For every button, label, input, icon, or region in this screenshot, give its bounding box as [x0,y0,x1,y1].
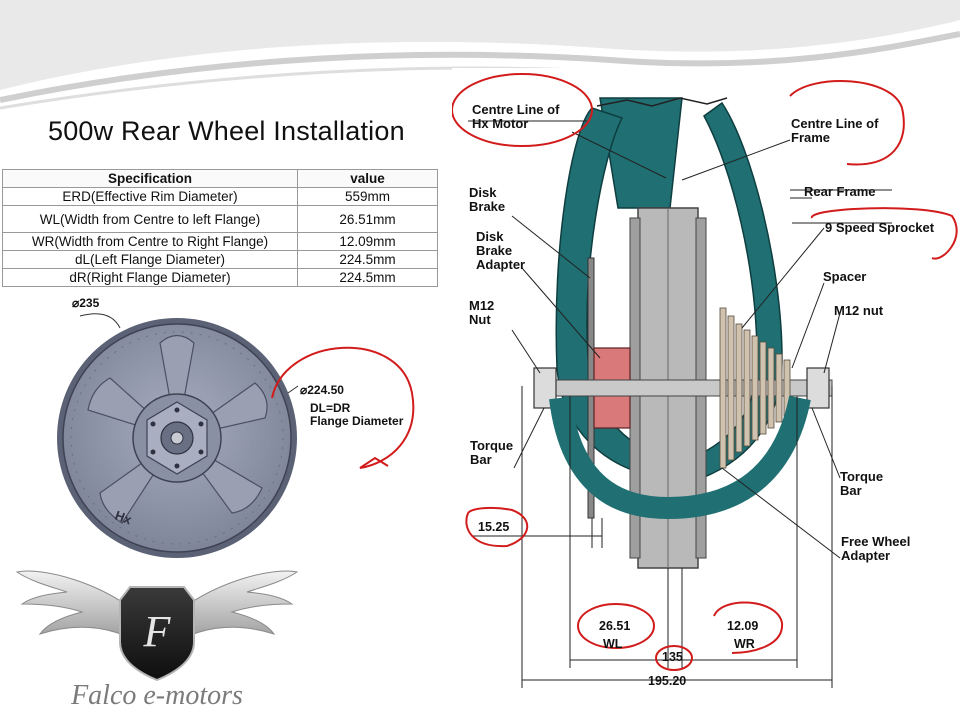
label-rear-frame: Rear Frame [804,184,876,199]
spec-cell: dL(Left Flange Diameter) [2,250,298,269]
table-row: ERD(Effective Rim Diameter) 559mm [2,187,438,206]
value-cell: 224.5mm [297,250,438,269]
installation-diagram [452,68,960,700]
logo-letter: F [143,607,172,656]
label-free-wheel-adapter: Free Wheel Adapter [841,534,911,563]
label-torque-bar-right: Torque Bar [840,469,884,498]
outer-diameter-label: ⌀235 [72,296,100,310]
label-torque-bar-left: Torque Bar [470,438,514,467]
value-cell: 559mm [297,187,438,206]
table-row: WR(Width from Centre to Right Flange) 12… [2,232,438,251]
flange-note: DL=DR Flange Diameter [310,402,403,428]
flange-diameter-label: ⌀224.50 [300,383,344,397]
header-value: value [297,169,438,188]
table-header-row: Specification value [2,169,438,188]
dim-brake-offset: 15.25 [478,520,510,534]
logo-name: Falco e-motors [70,680,243,711]
table-row: dR(Right Flange Diameter) 224.5mm [2,268,438,287]
flange-note-line2: Flange Diameter [310,414,404,428]
label-m12-nut-left: M12 Nut [469,298,495,327]
dim-wr-label: WR [734,637,755,651]
falco-logo: F Falco e-motors [15,570,299,711]
dim-spacing: 135 [662,650,683,664]
label-centre-line-frame: Centre Line of Frame [791,116,879,145]
spec-cell: ERD(Effective Rim Diameter) [2,187,298,206]
label-sprocket: 9 Speed Sprocket [825,220,935,235]
label-spacer: Spacer [823,269,867,284]
outer-diameter-value: 235 [79,296,100,310]
dim-wl-value: 26.51 [599,619,631,633]
spec-cell: WR(Width from Centre to Right Flange) [2,232,298,251]
dim-wl-label: WL [603,637,623,651]
dim-overall: 195.20 [648,674,687,688]
label-disk-brake: Disk Brake [469,185,506,214]
motor-front-view [40,298,418,568]
spec-table: Specification value ERD(Effective Rim Di… [2,169,438,287]
label-disk-brake-adapter: Disk Brake Adapter [476,229,526,272]
value-cell: 12.09mm [297,232,438,251]
table-row: WL(Width from Centre to left Flange) 26.… [2,205,438,233]
value-cell: 26.51mm [297,205,438,233]
table-row: dL(Left Flange Diameter) 224.5mm [2,250,438,269]
header-specification: Specification [2,169,298,188]
value-cell: 224.5mm [297,268,438,287]
label-centre-line-motor: Centre Line of Hx Motor [472,102,560,131]
spec-cell: WL(Width from Centre to left Flange) [2,205,298,233]
dim-wr-value: 12.09 [727,619,759,633]
flange-diameter-value: 224.50 [307,383,344,397]
page-title: 500w Rear Wheel Installation [48,116,405,146]
spec-cell: dR(Right Flange Diameter) [2,268,298,287]
label-m12-nut-right: M12 nut [834,303,884,318]
flange-note-line1: DL=DR [310,401,351,415]
